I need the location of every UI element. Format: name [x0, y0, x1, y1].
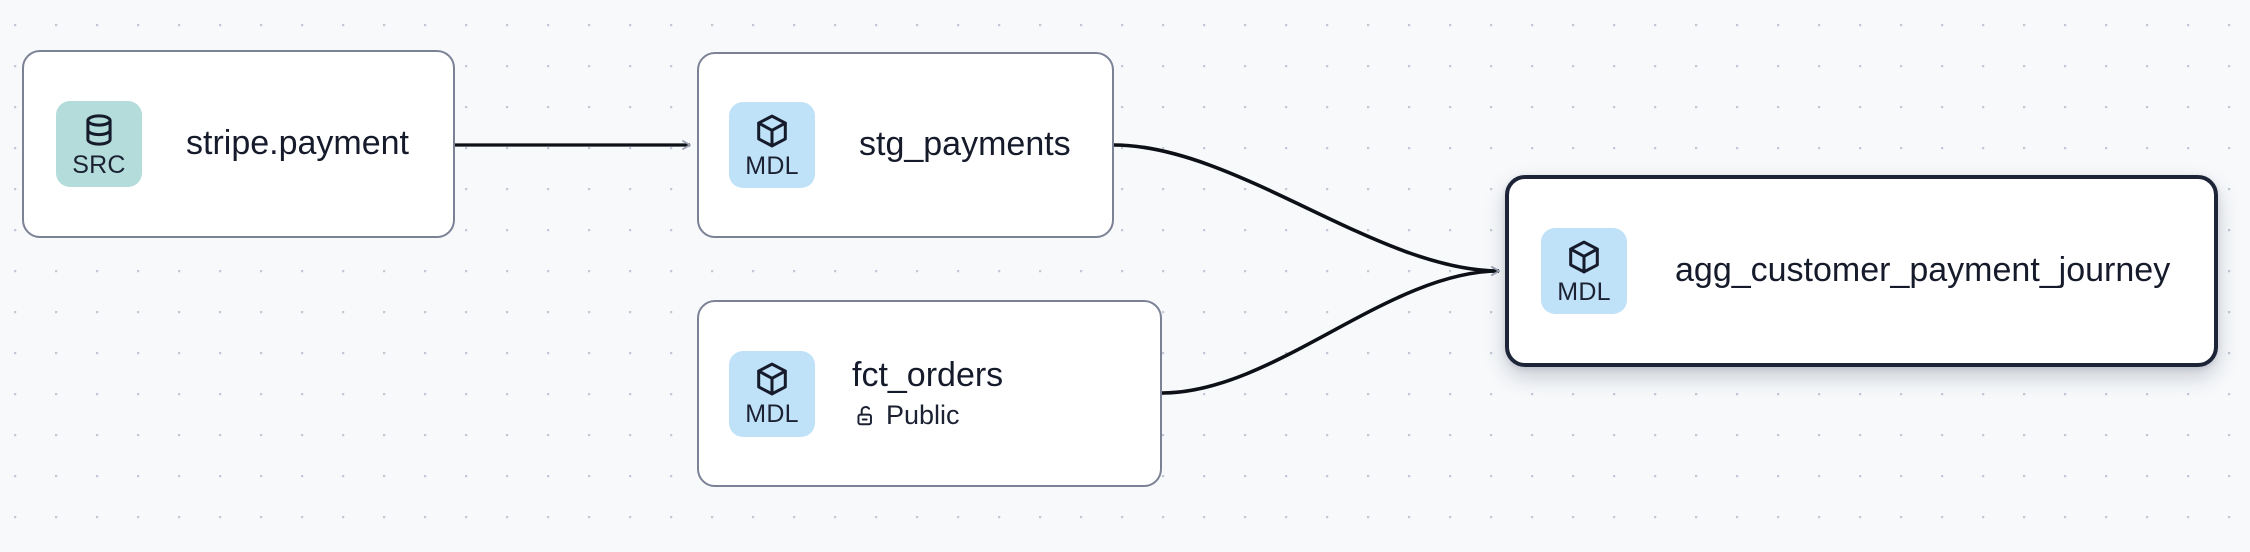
- node-title: stripe.payment: [186, 124, 409, 163]
- model-badge: MDL: [729, 102, 815, 188]
- cube-icon: [753, 112, 791, 150]
- node-agg-customer-payment-journey[interactable]: MDL agg_customer_payment_journey: [1505, 175, 2218, 367]
- model-badge: MDL: [1541, 228, 1627, 314]
- source-badge: SRC: [56, 101, 142, 187]
- model-badge-label: MDL: [745, 151, 799, 180]
- visibility-badge: Public: [852, 399, 1003, 430]
- unlock-icon: [852, 403, 877, 428]
- node-fct-orders[interactable]: MDL fct_orders Public: [697, 300, 1162, 487]
- node-title: agg_customer_payment_journey: [1675, 251, 2171, 290]
- model-badge-label: MDL: [745, 400, 799, 428]
- cube-icon: [753, 360, 791, 398]
- node-stripe-payment[interactable]: SRC stripe.payment: [22, 50, 455, 238]
- database-icon: [80, 111, 118, 149]
- node-title: fct_orders: [852, 356, 1004, 395]
- visibility-label: Public: [886, 399, 960, 430]
- node-body: stg_payments: [859, 125, 1071, 164]
- node-stg-payments[interactable]: MDL stg_payments: [697, 52, 1114, 238]
- model-badge-label: MDL: [1557, 277, 1611, 306]
- node-body: fct_orders Public: [852, 356, 1004, 430]
- model-badge: MDL: [729, 350, 815, 437]
- node-body: agg_customer_payment_journey: [1675, 251, 2171, 290]
- source-badge-label: SRC: [72, 150, 126, 179]
- edge-fct-to-agg: [1161, 266, 1500, 395]
- node-title: stg_payments: [859, 125, 1071, 164]
- edge-stg-to-agg: [1113, 143, 1500, 276]
- node-body: stripe.payment: [186, 124, 409, 163]
- cube-icon: [1565, 238, 1603, 276]
